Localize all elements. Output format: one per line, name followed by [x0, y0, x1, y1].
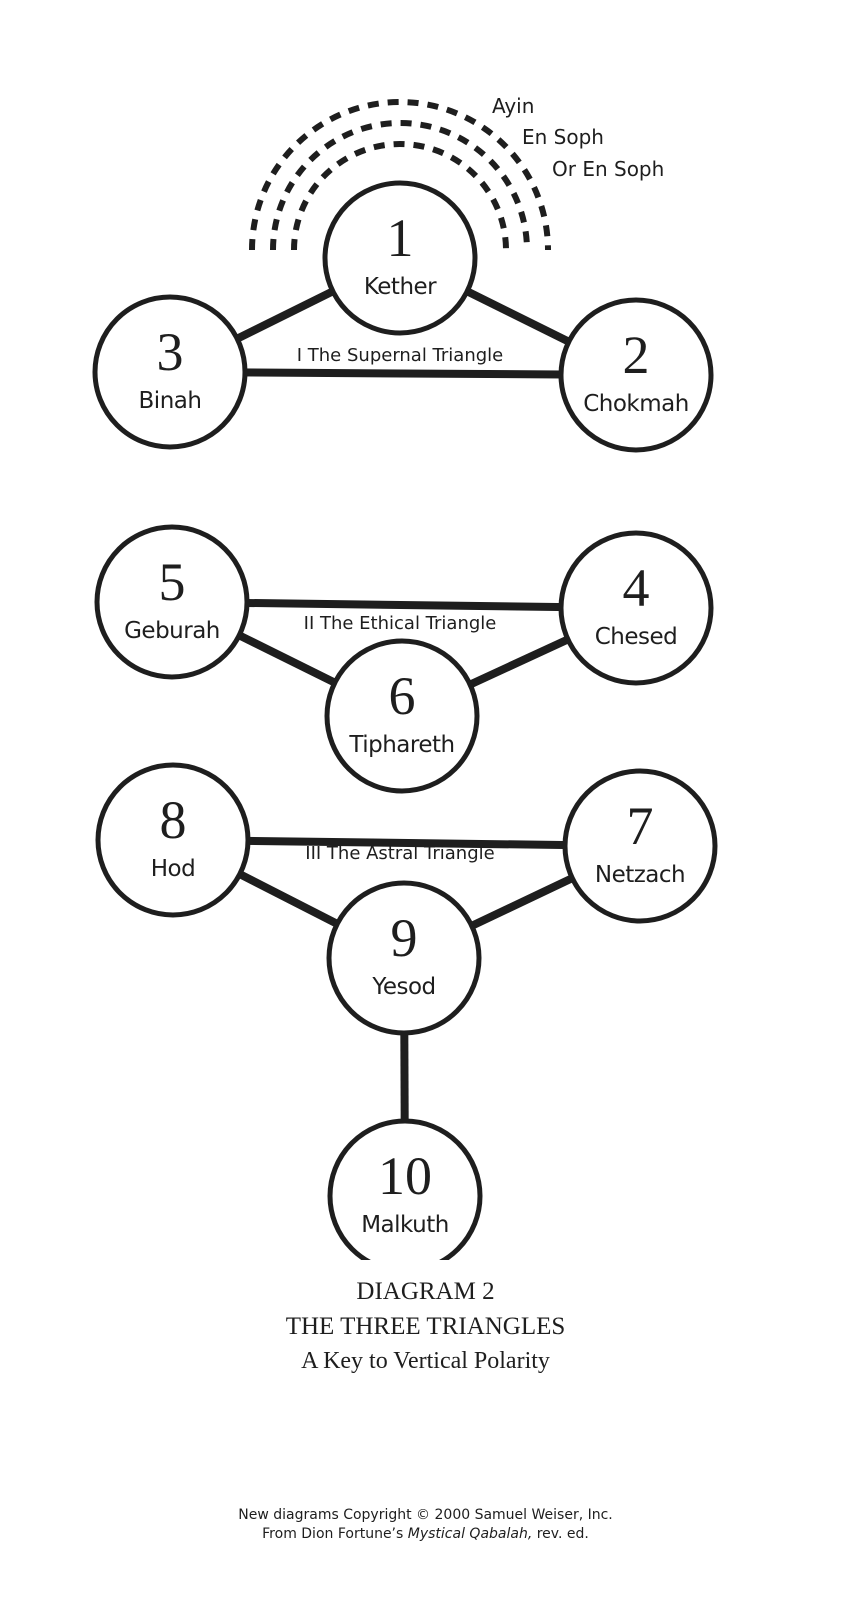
triangle-labels: I The Supernal Triangle II The Ethical T…: [297, 345, 504, 864]
sephirah-circle: [562, 768, 718, 924]
sephirah-name: Chesed: [595, 624, 678, 650]
sephirah-circle: [558, 530, 714, 686]
sephirah-number: 8: [160, 790, 187, 850]
triangle-label-supernal: I The Supernal Triangle: [297, 345, 504, 366]
source-credit-prefix: From Dion Fortune’s: [262, 1526, 408, 1542]
diagram-number: DIAGRAM 2: [356, 1278, 495, 1305]
sephirah-name: Geburah: [124, 618, 220, 644]
veil-arc-ayin: [249, 99, 551, 251]
sephirah-name: Malkuth: [361, 1212, 449, 1238]
sephirah-name: Chokmah: [583, 391, 689, 417]
sephirah-circle: [324, 638, 480, 794]
source-credit: From Dion Fortune’s Mystical Qabalah, re…: [0, 1526, 851, 1542]
veil-arc-en-soph: [270, 120, 530, 251]
veil-arc-or-en-soph: [291, 141, 509, 251]
sephirah-number: 10: [378, 1146, 432, 1206]
sephirah-number: 9: [391, 908, 418, 968]
sephirah-number: 7: [627, 796, 654, 856]
sephirah-name: Tiphareth: [348, 732, 454, 758]
sephirah-circle: [94, 524, 250, 680]
source-credit-suffix: rev. ed.: [532, 1526, 589, 1542]
sephirah-name: Kether: [364, 274, 437, 300]
sephirah-number: 3: [157, 322, 184, 382]
sephirah-name: Netzach: [595, 862, 685, 888]
path-8-7: [172, 836, 641, 850]
veil-labels: Ayin En Soph Or En Soph: [492, 94, 664, 181]
sephirah-name: Binah: [139, 388, 202, 414]
triangle-label-astral: III The Astral Triangle: [305, 843, 494, 864]
veil-label-ayin: Ayin: [492, 94, 534, 118]
path-3-2: [169, 368, 637, 379]
veil-label-or-en-soph: Or En Soph: [552, 157, 664, 181]
sephirah-number: 1: [387, 208, 414, 268]
sephirah-circle: [326, 880, 482, 1036]
sephirah-number: 5: [159, 552, 186, 612]
source-book-title: Mystical Qabalah,: [407, 1526, 533, 1542]
diagram-title: THE THREE TRIANGLES: [285, 1313, 566, 1340]
sephirah-circle: [92, 294, 248, 450]
sephirah-number: 2: [623, 325, 650, 385]
diagram-subtitle: A Key to Vertical Polarity: [301, 1348, 550, 1374]
sephirah-number: 6: [389, 666, 416, 726]
sephirah-circle: [95, 762, 251, 918]
sephirah-circle: [322, 180, 478, 336]
triangle-label-ethical: II The Ethical Triangle: [304, 613, 497, 634]
negative-veils: [249, 99, 551, 251]
sephirah-name: Yesod: [371, 974, 435, 1000]
veil-label-en-soph: En Soph: [522, 125, 604, 149]
sephirah-circle: [558, 297, 714, 453]
sephirah-number: 4: [623, 558, 650, 618]
sephirah-name: Hod: [151, 856, 195, 882]
copyright-notice: New diagrams Copyright © 2000 Samuel Wei…: [238, 1507, 613, 1523]
